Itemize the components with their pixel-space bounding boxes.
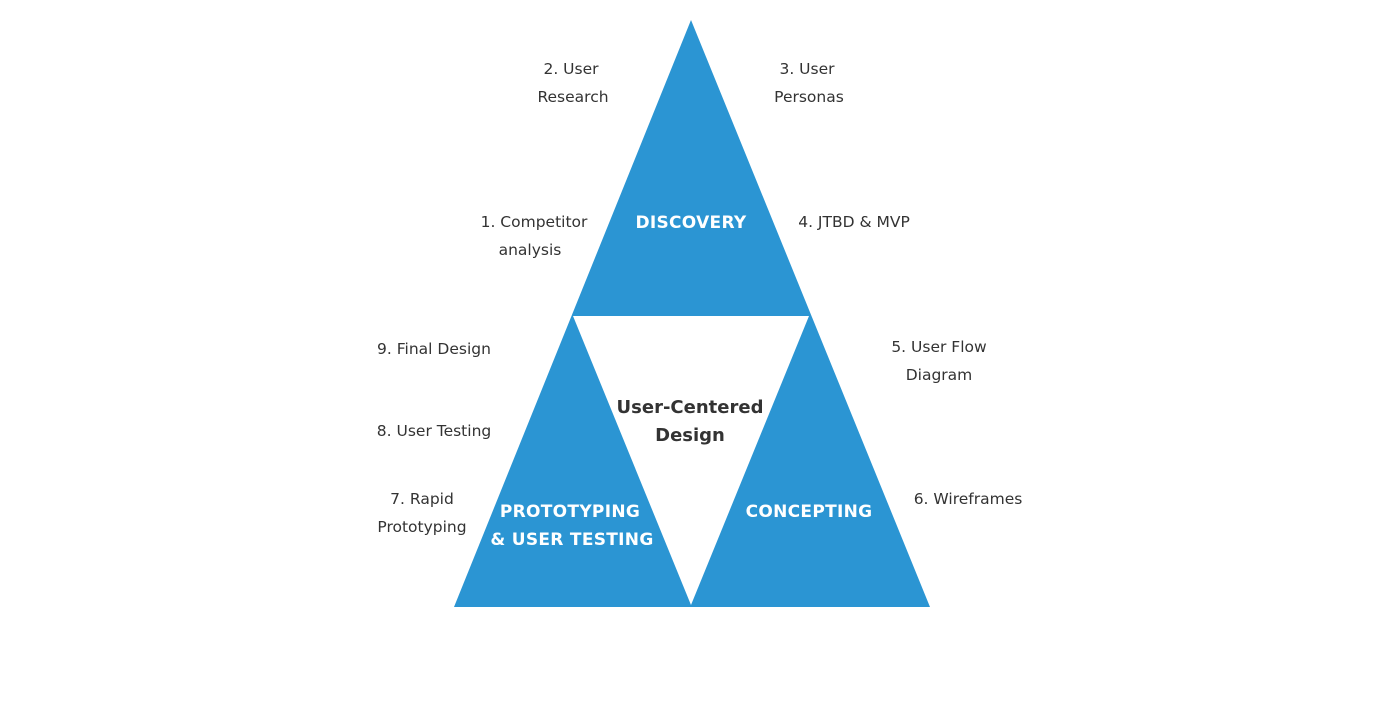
step-5-line1: 5. User Flow <box>891 338 987 356</box>
step-3-line1: 3. User <box>779 60 835 78</box>
step-4-line1: 4. JTBD & MVP <box>798 213 910 231</box>
step-9-line1: 9. Final Design <box>377 340 491 358</box>
step-8-line1: 8. User Testing <box>377 422 491 440</box>
outer-triangle <box>454 20 930 607</box>
center-label-line2: Design <box>655 425 725 446</box>
step-1-line2: analysis <box>499 241 562 259</box>
step-7-line2: Prototyping <box>377 518 466 536</box>
step-2-line1: 2. User <box>543 60 599 78</box>
phase-discovery-label: DISCOVERY <box>635 213 746 233</box>
step-1-line1: 1. Competitor <box>481 213 588 231</box>
step-6-line1: 6. Wireframes <box>914 490 1023 508</box>
phase-concepting-label: CONCEPTING <box>746 502 873 522</box>
phase-prototyping-label-line1: PROTOTYPING <box>500 502 640 522</box>
center-label-line1: User-Centered <box>617 397 764 418</box>
center-inverted-triangle <box>573 316 809 605</box>
step-2-line2: Research <box>537 88 608 106</box>
step-5-line2: Diagram <box>906 366 973 384</box>
step-3-line2: Personas <box>774 88 844 106</box>
step-7-line1: 7. Rapid <box>390 490 454 508</box>
phase-prototyping-label-line2: & USER TESTING <box>490 530 653 550</box>
